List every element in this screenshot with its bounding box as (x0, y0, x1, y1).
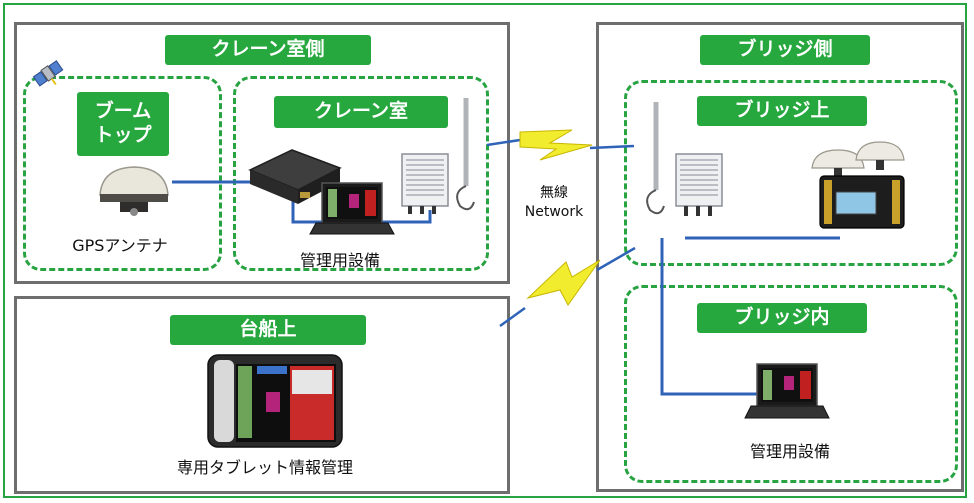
wireless-line1: 無線 (540, 185, 568, 201)
bridge-inside-device-label: 管理用設備 (749, 442, 830, 461)
bridge-top-title: ブリッジ上 (697, 96, 867, 126)
boom-top-title-line1: ブーム (94, 100, 152, 123)
radio-link-barge (499, 306, 526, 328)
crane-room-title: クレーン室 (274, 96, 448, 128)
diagram-frame (3, 3, 967, 498)
barge-title: 台船上 (170, 315, 366, 345)
boom-top-title-line2: トップ (94, 124, 152, 146)
controller-unit-icon (248, 149, 342, 204)
gps-antenna-label: GPSアンテナ (72, 236, 168, 255)
laptop-icon (309, 182, 395, 235)
barge-device-label: 専用タブレット情報管理 (176, 458, 353, 477)
cables (172, 180, 840, 396)
wireless-line2: Network (524, 203, 584, 220)
gps-receiver-icon (811, 141, 905, 229)
laptop-icon (744, 363, 830, 419)
gps-antenna-icon (99, 166, 169, 216)
radio-unit-icon (675, 153, 723, 216)
crane-room-device-label: 管理用設備 (299, 251, 380, 270)
cable-bridge-to-inside-laptop (660, 238, 760, 396)
lightning-bolt-icon (526, 259, 601, 306)
bridge-side-title: ブリッジ側 (700, 35, 870, 65)
cable-controller-to-laptop (291, 195, 326, 224)
radio-link-bridge-low (596, 246, 636, 272)
bridge-inside-title: ブリッジ内 (697, 303, 867, 333)
lightning-bolt-icon (519, 129, 593, 161)
boom-top-title: ブーム トップ (77, 92, 169, 156)
antenna-pole-icon (456, 98, 475, 211)
antenna-pole-icon (646, 102, 665, 215)
radio-link-bridge-top (589, 144, 635, 150)
crane-side-title: クレーン室側 (165, 35, 371, 65)
wireless-network-label: 無線 Network (517, 184, 591, 222)
satellite-icon (32, 60, 64, 87)
bridge-top-zone (624, 80, 958, 266)
cable-laptop-to-radio (382, 210, 432, 224)
crane-room-zone (233, 76, 489, 271)
boom-top-zone (23, 76, 222, 271)
bridge-inside-zone (624, 285, 958, 483)
radio-links (486, 138, 636, 328)
radio-unit-icon (401, 153, 449, 214)
radio-link-crane (486, 138, 521, 147)
tablet-icon (207, 354, 343, 448)
